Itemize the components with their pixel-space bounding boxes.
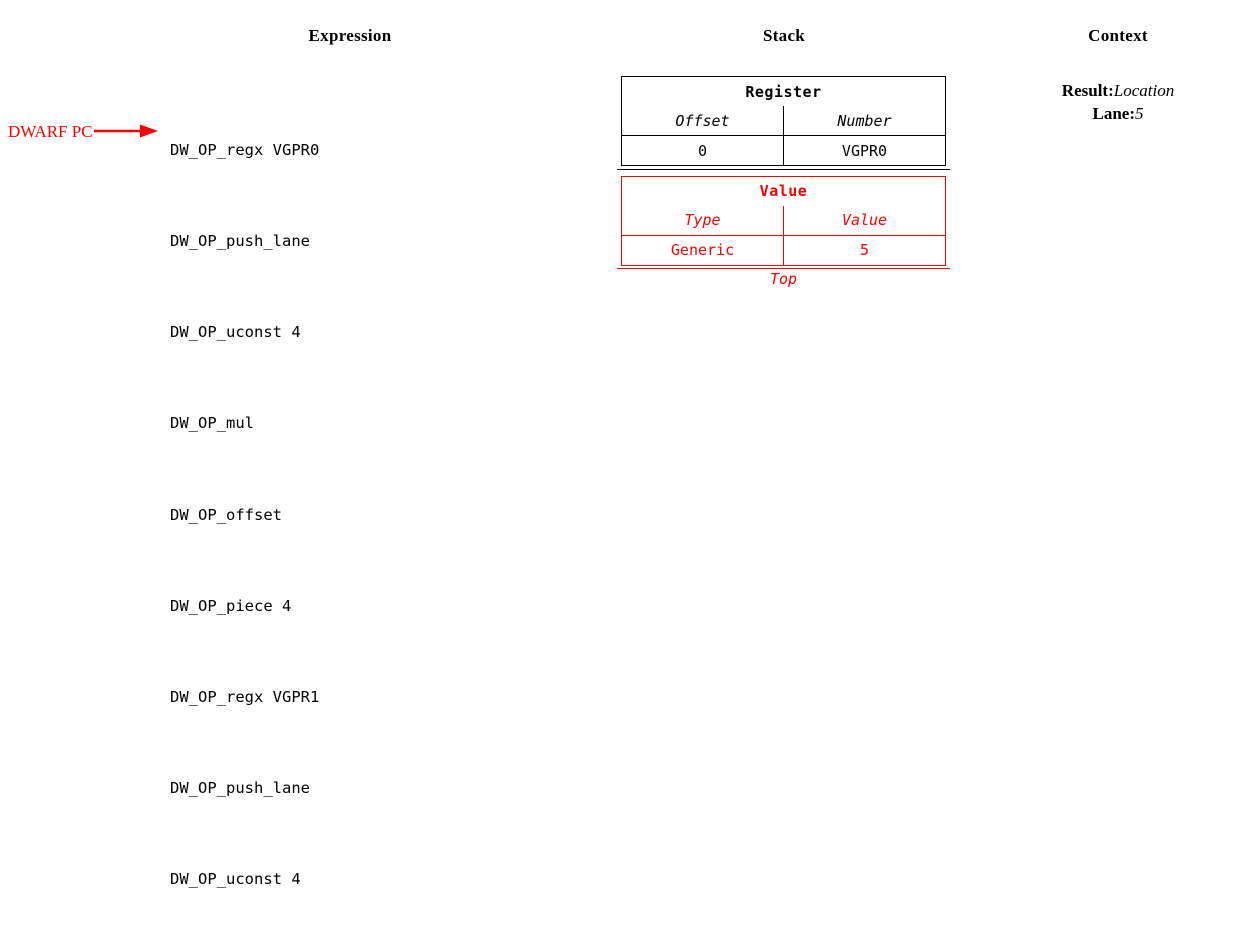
dwarf-pc-pointer: DWARF PC xyxy=(8,118,162,144)
expression-op-line: DW_OP_uconst 4 xyxy=(170,323,301,342)
stack-entry-value: Generic xyxy=(621,235,784,265)
stack-entry-value-top: Value Type Value Generic 5 xyxy=(617,175,950,269)
stack-entry-column-header: Type xyxy=(621,205,784,236)
expression-op-line: DW_OP_push_lane xyxy=(170,232,310,251)
stack-area: Register Offset Number 0 VGPR0 Value Typ… xyxy=(617,76,950,288)
expression-op-line: DW_OP_piece 4 xyxy=(170,596,292,615)
stack-entry-value: VGPR0 xyxy=(841,141,888,160)
context-value: 5 xyxy=(1135,104,1144,123)
column-heading-context: Context xyxy=(1088,26,1148,45)
dwarf-pc-label: DWARF PC xyxy=(8,121,93,141)
stack-entry-title: Value xyxy=(759,182,808,200)
column-heading-expression: Expression xyxy=(308,26,392,45)
stack-entry-column-header: Number xyxy=(783,106,946,136)
stack-entry-value: 0 xyxy=(621,135,784,166)
stack-entry-value: 5 xyxy=(859,241,870,259)
expression-op-line: DW_OP_uconst 4 xyxy=(170,870,301,889)
stack-entry-column-header: Value xyxy=(783,205,946,236)
stack-entry-column-header-row: Type Value xyxy=(621,205,946,236)
context-row-result: Result:Location xyxy=(1008,79,1228,102)
column-heading-stack: Stack xyxy=(762,26,806,45)
context-value: Location xyxy=(1113,81,1175,100)
stack-entry-value-row: 0 VGPR0 xyxy=(621,135,946,166)
stack-entry-table: Register Offset Number 0 VGPR0 xyxy=(621,76,946,166)
stack-entry-register: Register Offset Number 0 VGPR0 xyxy=(617,76,950,170)
right-arrow-icon xyxy=(93,124,158,138)
stack-entry-table: Value Type Value Generic 5 xyxy=(621,175,946,266)
expression-op-line: DW_OP_regx VGPR1 xyxy=(170,688,320,707)
context-row-lane: Lane:5 xyxy=(1008,102,1228,125)
expression-operation-list: DW_OP_regx VGPR0 DW_OP_push_lane DW_OP_u… xyxy=(170,74,319,936)
context-area: Result:Location Lane:5 xyxy=(1008,79,1228,125)
stack-entry-column-header: Offset xyxy=(621,106,784,136)
expression-op-line: DW_OP_mul xyxy=(170,414,254,433)
context-key: Result: xyxy=(1061,81,1114,100)
stack-top-label: Top xyxy=(769,270,798,288)
stack-entry-title-row: Value xyxy=(622,176,946,206)
expression-op-line: DW_OP_push_lane xyxy=(170,779,310,798)
expression-op-line: DW_OP_regx VGPR0 xyxy=(170,140,320,159)
stack-entry-underline xyxy=(617,168,950,170)
expression-op-line: DW_OP_offset xyxy=(170,505,282,524)
context-key: Lane: xyxy=(1092,104,1136,123)
stack-entry-title-row: Register xyxy=(622,77,946,107)
stack-entry-value-row: Generic 5 xyxy=(621,235,946,265)
stack-entry-column-header-row: Offset Number xyxy=(621,106,946,136)
stack-entry-title: Register xyxy=(745,82,822,101)
stack-entry-underline xyxy=(617,268,950,269)
